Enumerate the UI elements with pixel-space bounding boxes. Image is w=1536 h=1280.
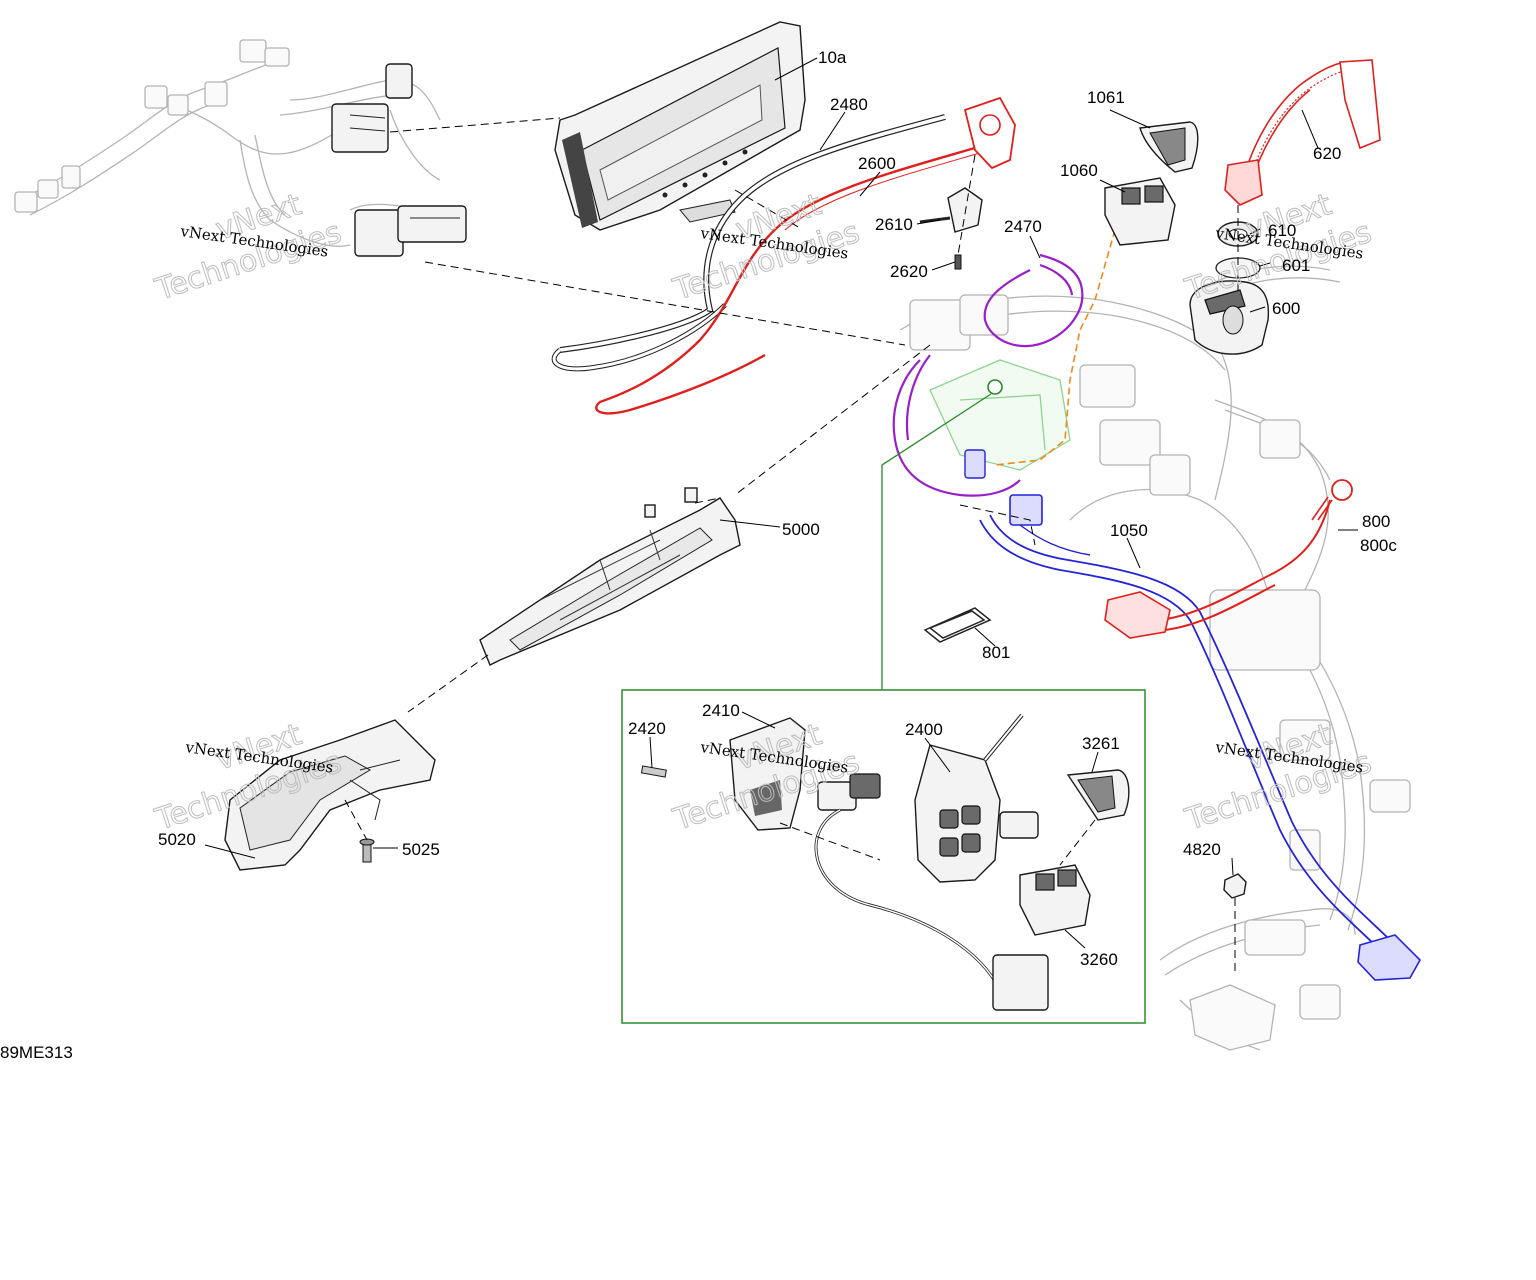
callout-2470: 2470	[1004, 217, 1042, 236]
instrument-cluster-10a	[554, 21, 806, 231]
callout-600: 600	[1272, 299, 1300, 318]
callout-2600: 2600	[858, 154, 896, 173]
callout-labels: 10a 2480 2600 2610 2620 2470 1061 1060 6…	[158, 48, 1397, 969]
upper-left-harness	[14, 39, 467, 257]
callout-5025: 5025	[402, 840, 440, 859]
callout-800: 800	[1362, 512, 1390, 531]
red-wire-2600	[595, 96, 1016, 415]
cap-1061	[1139, 121, 1199, 173]
ignition-600	[1189, 280, 1270, 355]
blue-harness-1050	[964, 449, 1421, 981]
red-harness-800	[1104, 479, 1353, 639]
module-5000	[479, 487, 741, 666]
leader-lines	[204, 57, 1358, 949]
callout-5020: 5020	[158, 830, 196, 849]
central-harness	[899, 265, 1411, 1051]
callout-1060: 1060	[1060, 161, 1098, 180]
bracket-5020	[224, 719, 436, 871]
switch-1060	[1104, 177, 1176, 246]
callout-2610: 2610	[875, 215, 913, 234]
detail-inset	[621, 393, 1146, 1024]
figure-code: 89ME313	[0, 1043, 73, 1062]
dashed-assembly-lines	[344, 117, 1239, 975]
clip-2610	[919, 187, 983, 233]
nut-4820	[1223, 873, 1247, 899]
callout-2400: 2400	[905, 720, 943, 739]
callout-1061: 1061	[1087, 88, 1125, 107]
watermarks: vNext Technologies vNext Technologies vN…	[150, 187, 1376, 839]
cable-2480	[551, 114, 946, 372]
screw-2620	[954, 254, 962, 270]
screw-5025	[359, 838, 375, 863]
coil-lanyard-620	[1224, 59, 1381, 206]
callout-10a: 10a	[818, 48, 847, 67]
callout-3260: 3260	[1080, 950, 1118, 969]
callout-800c: 800c	[1360, 536, 1397, 555]
orange-dash-leader	[994, 229, 1116, 466]
callout-2420: 2420	[628, 719, 666, 738]
callout-1050: 1050	[1110, 521, 1148, 540]
callout-2620: 2620	[890, 262, 928, 281]
callout-801: 801	[982, 643, 1010, 662]
gasket-801	[923, 607, 992, 643]
callout-601: 601	[1282, 256, 1310, 275]
callout-620: 620	[1313, 144, 1341, 163]
callout-2410: 2410	[702, 701, 740, 720]
callout-5000: 5000	[782, 520, 820, 539]
purple-wire-2470	[892, 253, 1084, 497]
callout-2480: 2480	[830, 95, 868, 114]
callout-3261: 3261	[1082, 734, 1120, 753]
callout-610: 610	[1268, 221, 1296, 240]
callout-4820: 4820	[1183, 840, 1221, 859]
